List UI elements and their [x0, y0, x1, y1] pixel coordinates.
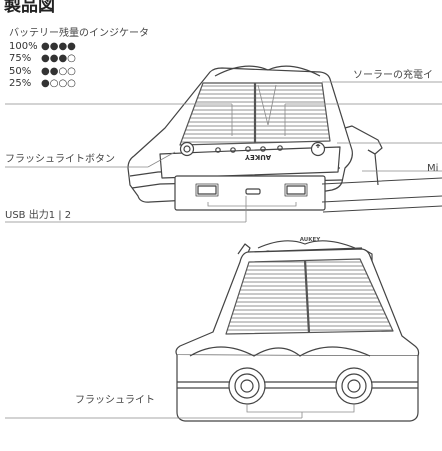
usb-port-2: [286, 185, 306, 195]
legend-percent: 25%: [9, 78, 32, 89]
page-title: 製品図: [4, 0, 55, 16]
legend-dots: ●○○○: [41, 78, 76, 89]
legend-dots: ●●○○: [41, 65, 76, 77]
legend-percent: 100%: [9, 40, 38, 52]
solar-panel: [225, 258, 394, 335]
legend-dots: ●●●○: [41, 53, 76, 64]
cable: [321, 177, 442, 213]
legend-dots: ●●●●: [41, 40, 76, 52]
legend-row: 100%●●●●: [9, 41, 149, 54]
micro-usb-label: Mi: [427, 163, 439, 174]
flashlight-button-label: フラッシュライトボタン: [5, 154, 115, 165]
indicator-dot: [245, 146, 251, 152]
top-dome: [257, 240, 356, 249]
top-dome: [214, 65, 321, 77]
legend-row: 75% ●●●○: [9, 53, 149, 66]
flashlight-button: [179, 141, 195, 157]
solar-panel-label: ソーラーの充電イ: [353, 70, 433, 81]
leader-lines: [5, 81, 442, 419]
indicator-dot: [215, 147, 221, 153]
brand-mark: AUKEY: [300, 237, 322, 243]
flashlight-right: [335, 367, 373, 405]
indicator-dot: [277, 145, 283, 151]
legend-percent: 50%: [9, 65, 32, 77]
usb-port-1: [197, 185, 217, 195]
battery-indicator-legend: バッテリー残量のインジケータ 100%●●●● 75%●●●○ 50%●●○○ …: [9, 28, 149, 91]
bottom-device: AUKEY: [175, 237, 420, 422]
indicator-dot: [230, 147, 236, 153]
legend-row: 50% ●●○○: [9, 66, 149, 79]
brand-mark: AUKEY: [244, 153, 271, 161]
flashlight-left: [228, 367, 266, 405]
micro-usb-port: [245, 188, 261, 195]
legend-percent: 75%: [9, 53, 32, 64]
flashlight-label: フラッシュライト: [75, 395, 155, 406]
power-button-icon: [310, 141, 326, 157]
legend-row: 25% ●○○○: [9, 78, 149, 91]
port-panel: [174, 175, 326, 211]
top-device: AUKEY: [127, 65, 442, 213]
usb-output-label: USB 出力1 | 2: [5, 210, 72, 221]
indicator-dot: [260, 146, 266, 152]
legend-caption: バッテリー残量のインジケータ: [9, 28, 149, 39]
